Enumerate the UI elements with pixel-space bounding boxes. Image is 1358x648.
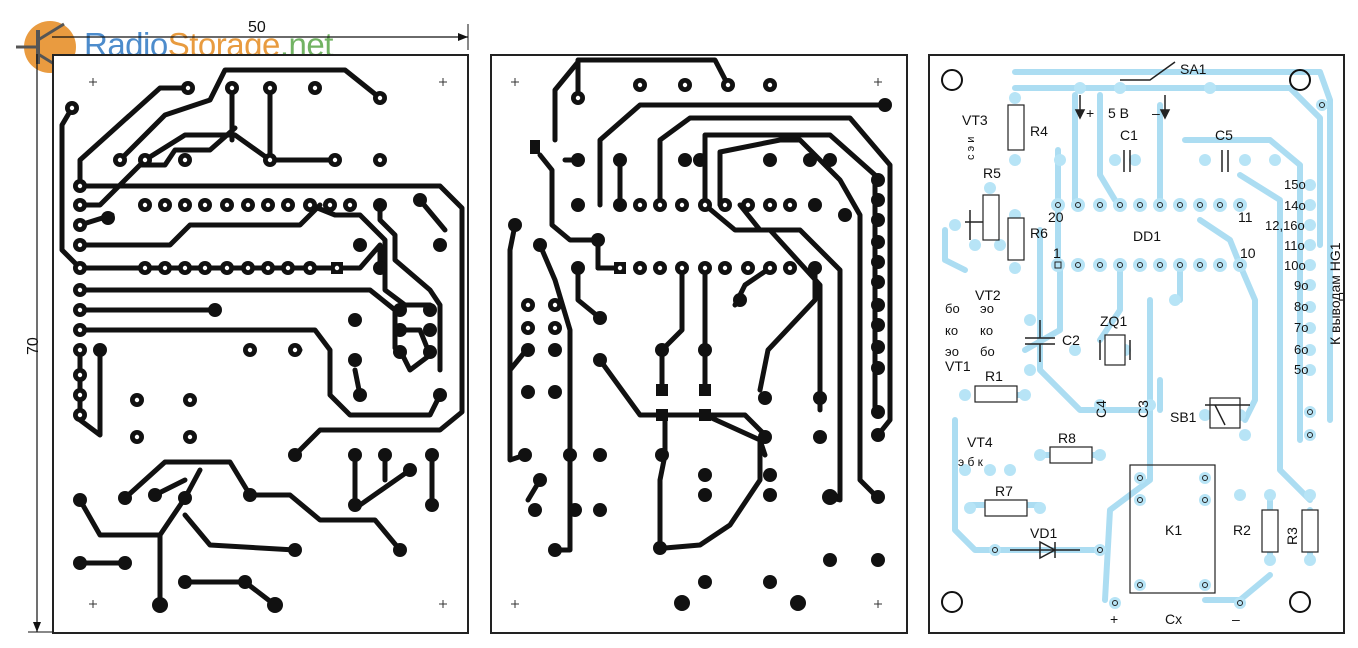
dimension-height: 70 [25, 337, 42, 355]
pcb-component-layout [928, 54, 1345, 634]
pcb-top-layer [490, 54, 908, 634]
pcb-bottom-layer [52, 54, 469, 634]
